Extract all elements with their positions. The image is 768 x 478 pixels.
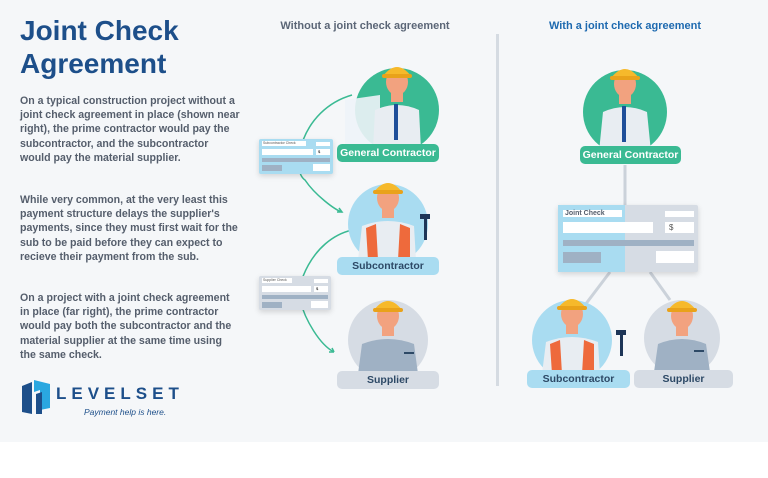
joint-check-connectors xyxy=(583,165,672,306)
general-contractor-figure-right xyxy=(583,69,667,154)
levelset-logo-icon xyxy=(22,380,50,414)
check-currency: $ xyxy=(314,286,328,292)
joint-check: Joint Check $ xyxy=(558,205,698,272)
check-title: Subcontractor Check xyxy=(262,141,306,146)
label-general-contractor: General Contractor xyxy=(337,144,439,162)
paragraph-1: On a typical construction project withou… xyxy=(20,95,240,164)
supplier-figure xyxy=(348,300,428,380)
subcontractor-figure xyxy=(348,183,430,264)
arrow-gc-to-sub xyxy=(297,94,353,213)
paragraph-3: On a project with a joint check agreemen… xyxy=(20,292,232,361)
label-supplier: Supplier xyxy=(337,371,439,389)
column-divider xyxy=(496,34,499,386)
check-title: Joint Check xyxy=(563,210,622,217)
supplier-figure-right xyxy=(644,300,720,376)
label-subcontractor: Subcontractor xyxy=(337,257,439,275)
label-general-contractor-right: General Contractor xyxy=(580,146,681,164)
with-heading: With a joint check agreement xyxy=(548,20,702,32)
check-currency: $ xyxy=(316,149,330,155)
general-contractor-figure xyxy=(345,67,439,152)
page-title: Joint Check Agreement xyxy=(20,14,179,80)
subcontractor-figure-right xyxy=(532,299,626,380)
logo-wordmark: LEVELSET xyxy=(56,384,184,403)
without-heading: Without a joint check agreement xyxy=(280,20,450,32)
label-supplier-right: Supplier xyxy=(634,370,733,388)
subcontractor-check: Subcontractor Check $ xyxy=(259,139,333,174)
title-line-1: Joint Check xyxy=(20,15,179,46)
check-currency: $ xyxy=(665,222,694,233)
label-subcontractor-right: Subcontractor xyxy=(527,370,630,388)
logo-tagline: Payment help is here. xyxy=(84,407,167,417)
title-line-2: Agreement xyxy=(20,48,167,79)
check-title: Supplier Check xyxy=(262,278,292,283)
paragraph-2: While very common, at the very least thi… xyxy=(20,194,238,263)
supplier-check: Supplier Check $ xyxy=(259,276,331,310)
